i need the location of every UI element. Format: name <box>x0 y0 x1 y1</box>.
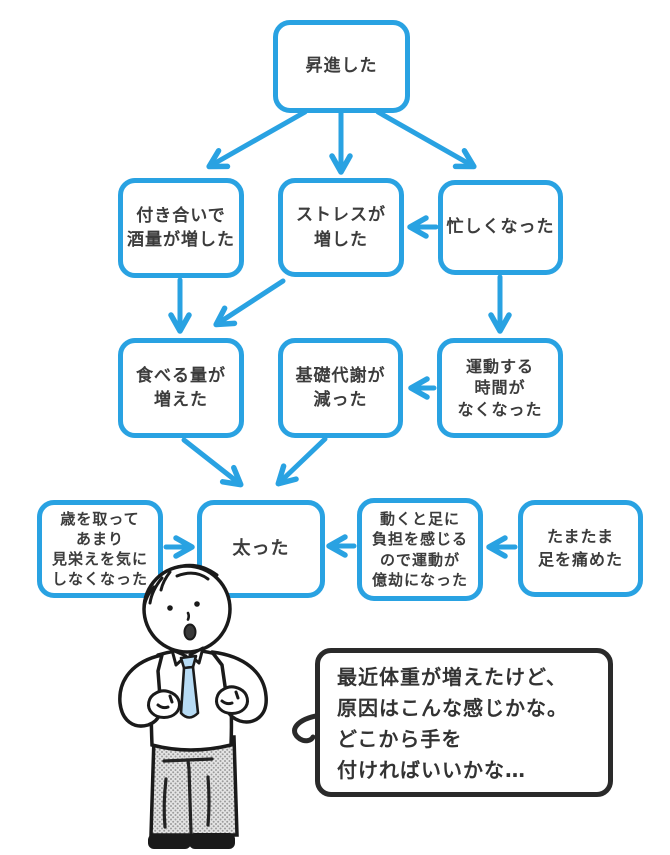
character-hair <box>142 563 219 611</box>
speech-bubble-line: 原因はこんな感じかな。 <box>337 696 568 720</box>
speech-bubble-line: 最近体重が増えたけど、 <box>337 665 567 689</box>
node-label: あまり <box>75 529 124 548</box>
character-shoes <box>148 833 235 849</box>
arrow-metabolism-to-fat <box>275 436 328 487</box>
node-label: 基礎代謝が <box>295 365 386 386</box>
node-leg-burden: 動くと足に 負担を感じる ので運動が 億劫になった <box>357 498 483 601</box>
node-eat: 食べる量が 増えた <box>118 338 244 438</box>
node-label: 負担を感じる <box>371 530 468 549</box>
node-label: 昇進した <box>305 56 378 77</box>
speech-bubble-line: 付ければいいかな… <box>337 758 526 782</box>
node-label: 減った <box>313 390 368 410</box>
character-head <box>142 563 232 654</box>
node-label: 付き合いで <box>136 205 226 226</box>
arrow-promoted-to-busy <box>375 109 477 170</box>
node-label: 増えた <box>154 390 208 410</box>
node-busy: 忙しくなった <box>438 180 563 275</box>
node-label: たまたま <box>546 526 615 546</box>
node-leg-injury: たまたま 足を痛めた <box>518 500 643 597</box>
node-label: なくなった <box>457 399 543 419</box>
speech-bubble: 最近体重が増えたけど、 原因はこんな感じかな。 どこから手を 付ければいいかな… <box>315 648 613 797</box>
character-tie <box>179 654 200 719</box>
node-no-time: 運動する 時間が なくなった <box>437 338 563 438</box>
character-fists <box>147 685 249 719</box>
node-label: 動くと足に <box>379 510 460 528</box>
node-label: 運動する <box>465 356 534 376</box>
arrow-eat-to-fat <box>181 437 244 488</box>
arrow-promoted-to-drink <box>206 109 308 170</box>
arrow-stress-to-eat <box>213 278 286 328</box>
node-label: 見栄えを気に <box>51 550 148 568</box>
node-label: ので運動が <box>379 550 460 569</box>
node-metabolism: 基礎代謝が 減った <box>278 338 403 438</box>
node-label: 億劫になった <box>371 570 468 589</box>
character-pants <box>149 735 239 837</box>
node-label: 酒量が増した <box>127 230 235 250</box>
character-nose <box>186 611 191 621</box>
character-illustration <box>118 563 324 849</box>
node-label: しなくなった <box>51 570 148 589</box>
character-right-eye <box>194 601 200 607</box>
speech-bubble-tail <box>292 712 324 744</box>
node-label: 足を痛めた <box>537 549 623 569</box>
node-drink: 付き合いで 酒量が増した <box>118 178 244 278</box>
node-label: ストレスが <box>296 205 386 226</box>
node-label: 食べる量が <box>136 365 226 386</box>
node-label: 増した <box>314 229 368 250</box>
node-appearance: 歳を取って あまり 見栄えを気に しなくなった <box>37 500 163 598</box>
node-label: 太った <box>232 538 290 560</box>
node-label: 忙しくなった <box>446 217 555 238</box>
speech-bubble-line: どこから手を <box>337 727 463 751</box>
node-stress: ストレスが 増した <box>278 178 404 277</box>
node-label: 歳を取って <box>60 509 140 528</box>
character-mouth <box>183 623 197 641</box>
node-promoted: 昇進した <box>273 20 410 113</box>
character-left-eye <box>167 605 173 611</box>
node-label: 時間が <box>474 378 526 398</box>
